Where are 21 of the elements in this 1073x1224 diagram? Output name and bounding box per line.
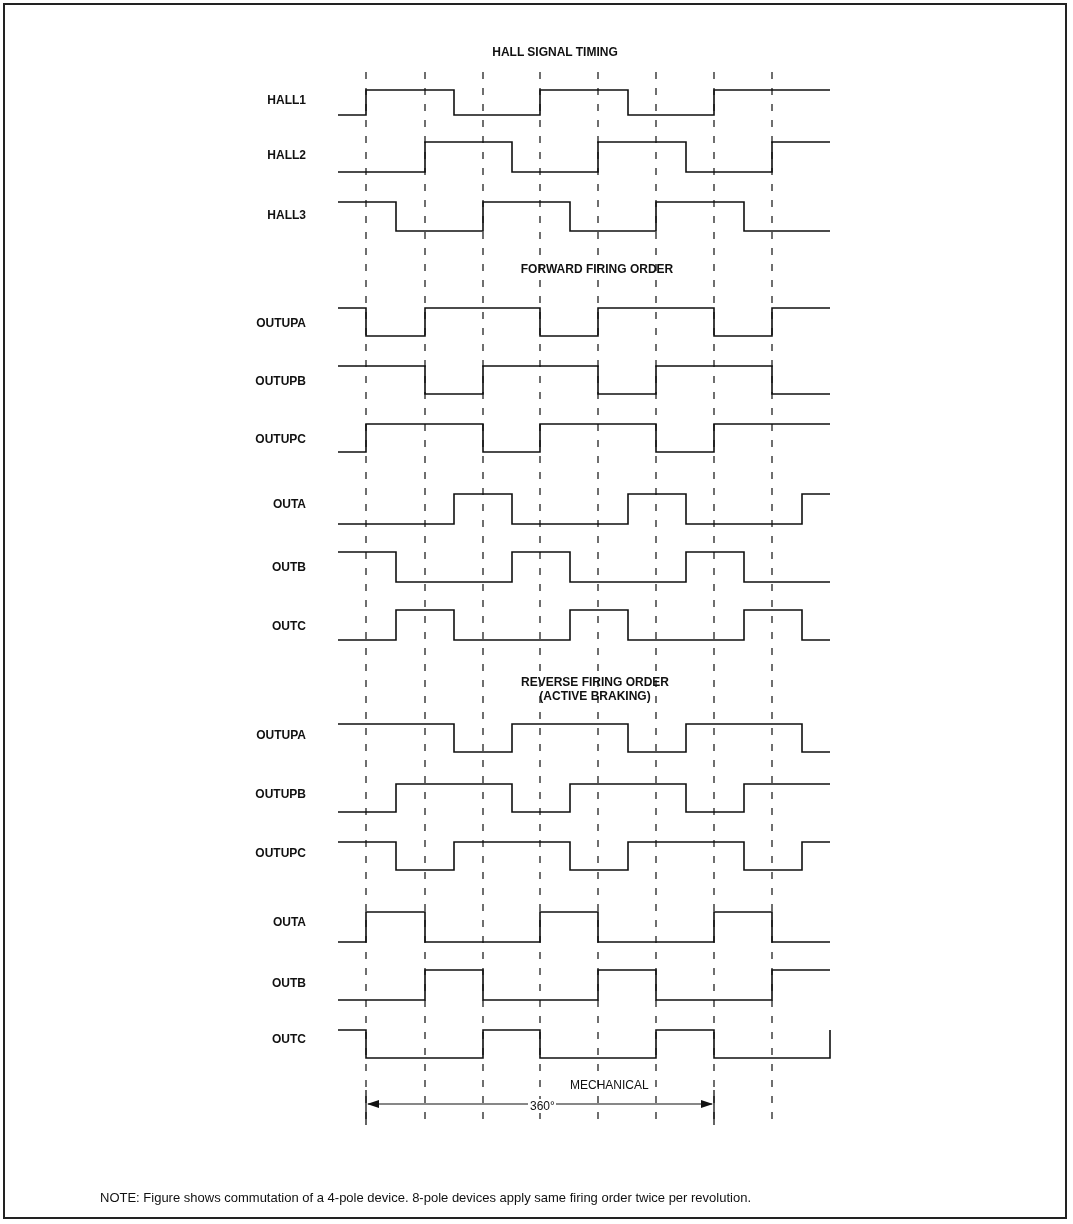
signal-name: OUTUPC bbox=[255, 432, 306, 446]
signal-name: OUTB bbox=[272, 976, 306, 990]
signal-name: HALL1 bbox=[267, 93, 306, 107]
signal-name: HALL2 bbox=[267, 148, 306, 162]
signal-name: OUTB bbox=[272, 560, 306, 574]
note-text: NOTE: Figure shows commutation of a 4-pole device. 8-pole devices apply same firing order twice per revolution. bbox=[100, 1191, 752, 1205]
section-heading: REVERSE FIRING ORDER (ACTIVE BRAKING) bbox=[520, 675, 670, 703]
signal-name: OUTUPA bbox=[256, 316, 306, 330]
signal-name: OUTA bbox=[272, 497, 306, 511]
signal-name: OUTC bbox=[272, 619, 306, 633]
signal-name: OUTC bbox=[272, 1032, 306, 1046]
section-heading: FORWARD FIRING ORDER bbox=[520, 262, 674, 276]
signal-name: OUTUPC bbox=[255, 846, 306, 860]
signal-name: OUTA bbox=[272, 915, 306, 929]
dimension-label: MECHANICAL bbox=[570, 1078, 649, 1092]
signal-name: OUTUPB bbox=[255, 787, 306, 801]
dimension-label: 360° bbox=[530, 1099, 555, 1113]
signal-name: OUTUPB bbox=[255, 374, 306, 388]
signal-name: HALL3 bbox=[267, 208, 306, 222]
signal-name: OUTUPA bbox=[256, 728, 306, 742]
chart-title: HALL SIGNAL TIMING bbox=[492, 45, 618, 59]
